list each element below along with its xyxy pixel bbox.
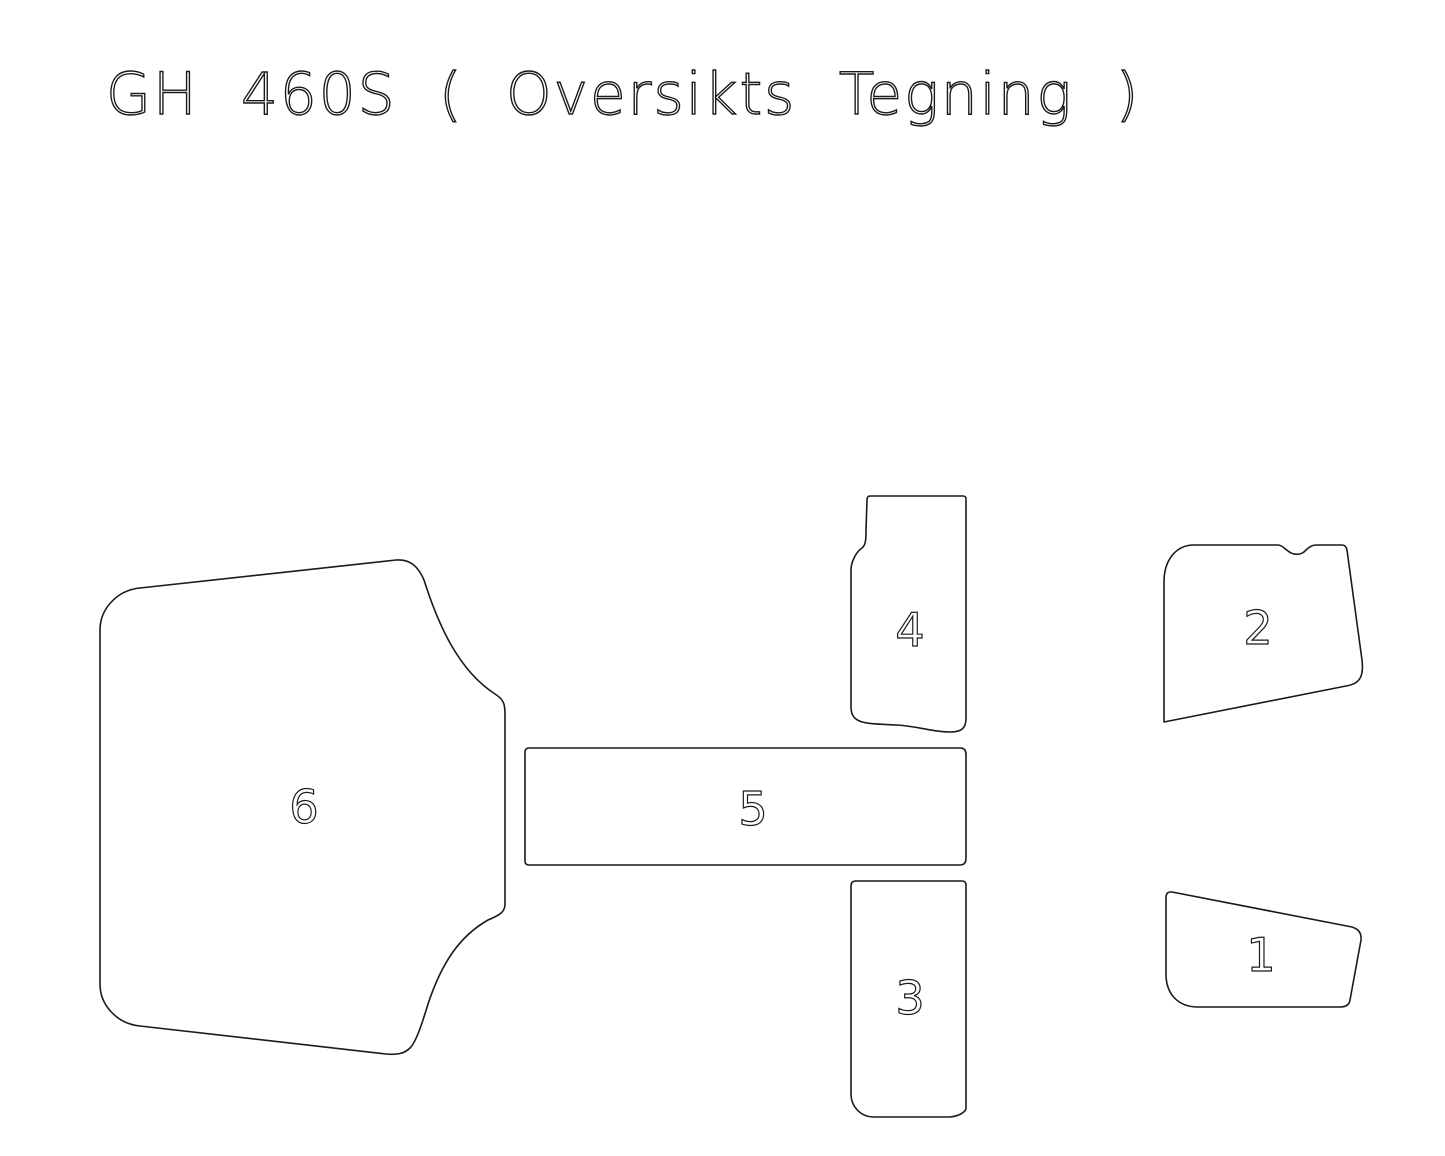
- panel-1-outline: [1165, 891, 1362, 1008]
- drawing-title: GH 460S ( Oversikts Tegning ): [106, 60, 1140, 128]
- panel-5-outline: [524, 747, 967, 866]
- panel-4-label: 4: [895, 603, 924, 657]
- panel-5-label: 5: [738, 782, 767, 836]
- panel-6-outline: [99, 559, 506, 1056]
- panel-4-outline: [850, 495, 967, 733]
- panel-3: 3: [850, 880, 967, 1118]
- panel-3-label: 3: [895, 971, 924, 1025]
- panel-6-label: 6: [289, 780, 318, 834]
- panel-3-outline: [850, 880, 967, 1118]
- panel-1: 1: [1165, 891, 1362, 1008]
- panel-1-label: 1: [1246, 928, 1275, 982]
- panel-6: 6: [99, 559, 506, 1056]
- panel-5: 5: [524, 747, 967, 866]
- panel-2-label: 2: [1243, 601, 1272, 655]
- panel-2-outline: [1163, 544, 1364, 723]
- panel-2: 2: [1163, 544, 1364, 723]
- panel-4: 4: [850, 495, 967, 733]
